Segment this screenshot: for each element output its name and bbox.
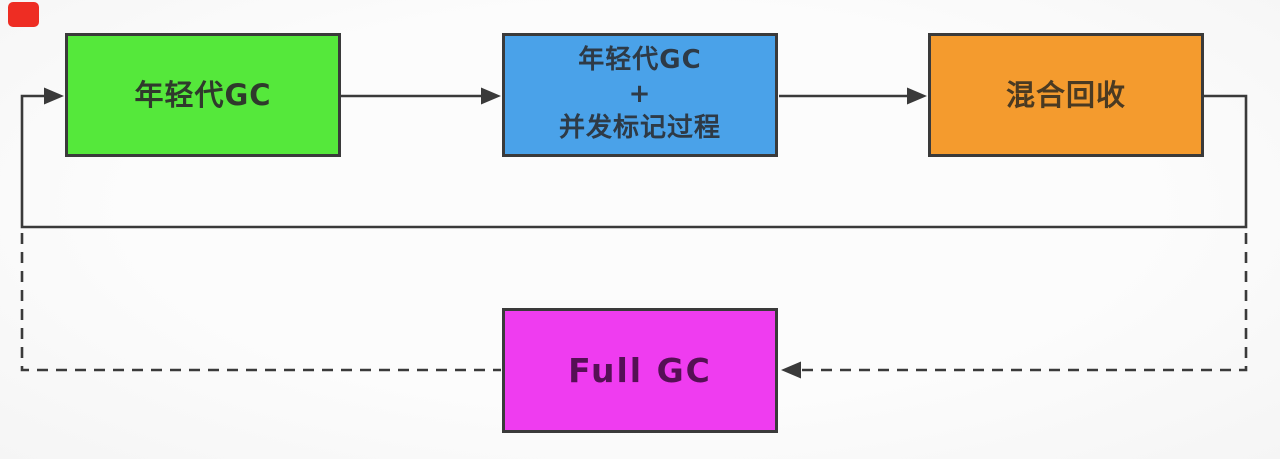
arrowhead-marking-to-mixed [907, 87, 927, 105]
node-mixed-collection: 混合回收 [928, 33, 1204, 157]
arrowhead-mixed-fail-to-full-gc [781, 361, 801, 379]
red-record-dot-icon [8, 2, 39, 27]
arrowhead-mixed-loop-back-to-young [44, 87, 64, 105]
edge-full-gc-return-to-loop [20, 233, 501, 372]
node-young-gc-concurrent-marking: 年轻代GC + 并发标记过程 [502, 33, 778, 157]
node-full-gc: Full GC [502, 308, 778, 433]
node-young-gc: 年轻代GC [65, 33, 341, 157]
arrowhead-young-to-marking [481, 87, 501, 105]
edge-mixed-fail-to-full-gc [799, 233, 1248, 372]
